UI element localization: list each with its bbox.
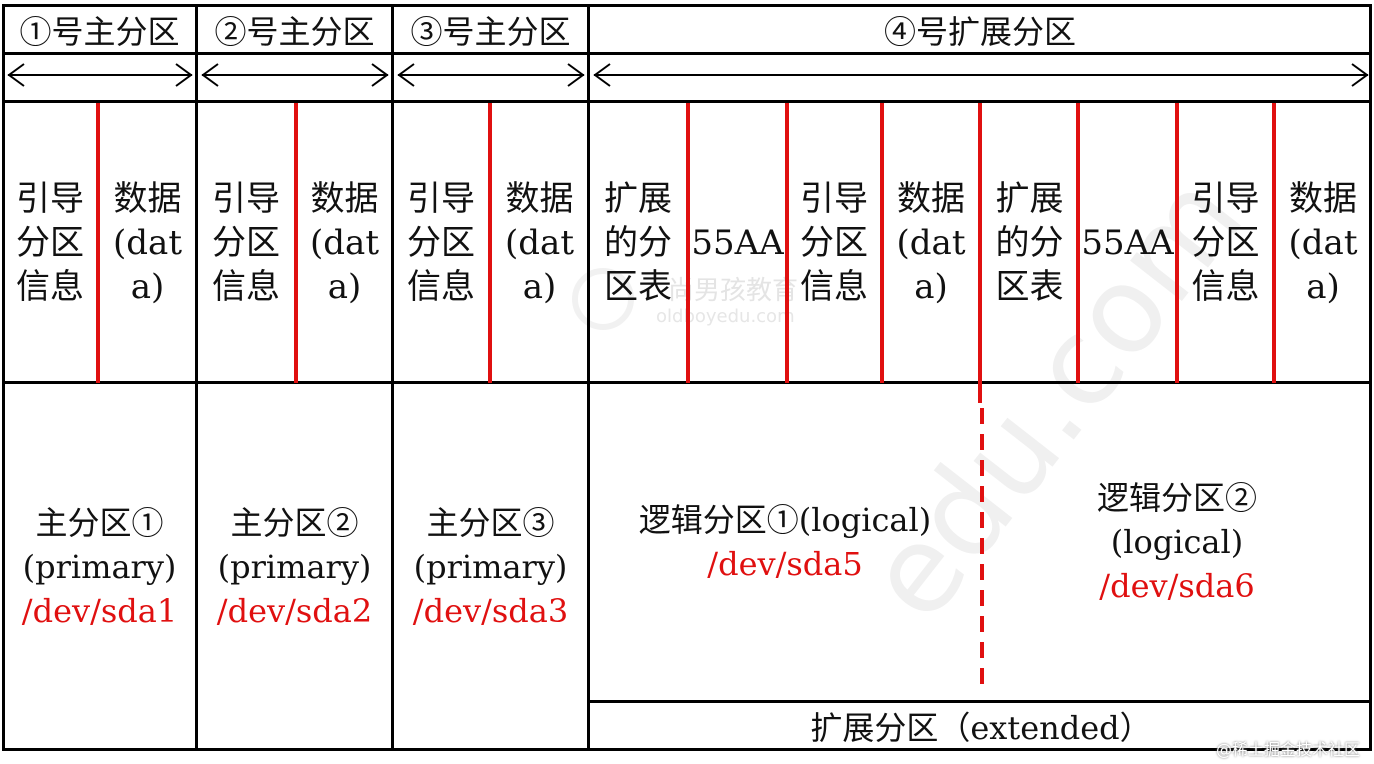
red-divider bbox=[880, 103, 884, 383]
partition-title: 主分区③ bbox=[426, 504, 555, 542]
cell-text: 55AA bbox=[691, 223, 784, 263]
grid-line bbox=[2, 52, 1372, 55]
cell-ext-partition-table: 扩展 的分 区表 bbox=[982, 104, 1077, 382]
cell-data: 数据 (dat a) bbox=[100, 104, 195, 382]
cell-text: 引导 分区 信息 bbox=[800, 179, 868, 307]
cell-text: 数据 (dat a) bbox=[505, 179, 574, 307]
partition-title: 逻辑分区② bbox=[1096, 479, 1257, 517]
footer-credit: @稀土掘金技术社区 bbox=[1215, 740, 1360, 759]
cell-text: 扩展 的分 区表 bbox=[604, 179, 672, 307]
cell-data: 数据 (dat a) bbox=[492, 104, 587, 382]
red-divider bbox=[978, 103, 982, 403]
cell-text: 数据 (dat a) bbox=[310, 179, 379, 307]
cell-text: 引导 分区 信息 bbox=[212, 179, 280, 307]
cell-text: 数据 (dat a) bbox=[113, 179, 182, 307]
header-partition-1: ①号主分区 bbox=[19, 13, 180, 51]
partition-type: (primary) bbox=[217, 548, 372, 586]
grid-line bbox=[2, 100, 1372, 103]
cell-text: 扩展 的分 区表 bbox=[995, 179, 1064, 307]
cell-55aa: 55AA bbox=[690, 104, 785, 382]
primary-partition-1: 主分区① (primary) /dev/sda1 bbox=[4, 384, 195, 750]
red-divider bbox=[686, 103, 690, 383]
span-arrow-4 bbox=[592, 56, 1370, 94]
cell-data: 数据 (dat a) bbox=[298, 104, 391, 382]
red-divider bbox=[488, 103, 492, 383]
grid-line bbox=[2, 4, 5, 751]
partition-title: 逻辑分区①(logical) bbox=[638, 501, 932, 539]
device-path: /dev/sda5 bbox=[707, 545, 863, 583]
grid-line bbox=[391, 4, 394, 751]
red-divider bbox=[294, 103, 298, 383]
cell-ext-partition-table: 扩展 的分 区表 bbox=[590, 104, 686, 382]
cell-data: 数据 (dat a) bbox=[1276, 104, 1370, 382]
grid-line bbox=[590, 700, 1372, 703]
cell-text: 引导 分区 信息 bbox=[16, 179, 84, 307]
logical-partition-2: 逻辑分区② (logical) /dev/sda6 bbox=[984, 384, 1370, 700]
logical-boundary-dashed bbox=[980, 408, 984, 692]
cell-55aa: 55AA bbox=[1080, 104, 1175, 382]
cell-text: 数据 (dat a) bbox=[1288, 179, 1358, 307]
cell-boot-info: 引导 分区 信息 bbox=[198, 104, 294, 382]
device-path: /dev/sda3 bbox=[412, 592, 569, 630]
cell-text: 55AA bbox=[1081, 223, 1174, 263]
span-arrow-3 bbox=[396, 56, 586, 94]
header-partition-3: ③号主分区 bbox=[410, 13, 571, 51]
partition-title: 主分区① bbox=[35, 504, 164, 542]
span-arrow-2 bbox=[200, 56, 390, 94]
header-partition-4: ④号扩展分区 bbox=[883, 13, 1076, 51]
primary-partition-3: 主分区③ (primary) /dev/sda3 bbox=[394, 384, 587, 750]
red-divider bbox=[1272, 103, 1276, 383]
grid-line bbox=[2, 4, 1372, 7]
partition-type: (primary) bbox=[22, 548, 177, 586]
logical-partition-1: 逻辑分区①(logical) /dev/sda5 bbox=[592, 384, 978, 700]
cell-boot-info: 引导 分区 信息 bbox=[788, 104, 880, 382]
cell-text: 引导 分区 信息 bbox=[407, 179, 475, 307]
device-path: /dev/sda2 bbox=[216, 592, 373, 630]
cell-data: 数据 (dat a) bbox=[884, 104, 978, 382]
cell-text: 数据 (dat a) bbox=[896, 179, 966, 307]
partition-type: (logical) bbox=[1110, 523, 1244, 561]
cell-boot-info: 引导 分区 信息 bbox=[4, 104, 96, 382]
partition-type: (primary) bbox=[413, 548, 568, 586]
grid-line bbox=[2, 748, 1372, 751]
red-divider bbox=[1175, 103, 1179, 383]
grid-line bbox=[195, 4, 198, 751]
primary-partition-2: 主分区② (primary) /dev/sda2 bbox=[198, 384, 391, 750]
red-divider bbox=[1076, 103, 1080, 383]
extended-partition-label: 扩展分区（extended） bbox=[810, 709, 1152, 747]
partition-title: 主分区② bbox=[230, 504, 359, 542]
span-arrow-1 bbox=[6, 56, 194, 94]
cell-text: 引导 分区 信息 bbox=[1191, 179, 1260, 307]
grid-line bbox=[587, 4, 590, 751]
device-path: /dev/sda1 bbox=[21, 592, 178, 630]
red-divider bbox=[96, 103, 100, 383]
cell-boot-info: 引导 分区 信息 bbox=[394, 104, 488, 382]
cell-boot-info: 引导 分区 信息 bbox=[1178, 104, 1273, 382]
device-path: /dev/sda6 bbox=[1099, 567, 1255, 605]
red-divider bbox=[785, 103, 789, 383]
header-partition-2: ②号主分区 bbox=[214, 13, 375, 51]
grid-line bbox=[1369, 4, 1372, 751]
